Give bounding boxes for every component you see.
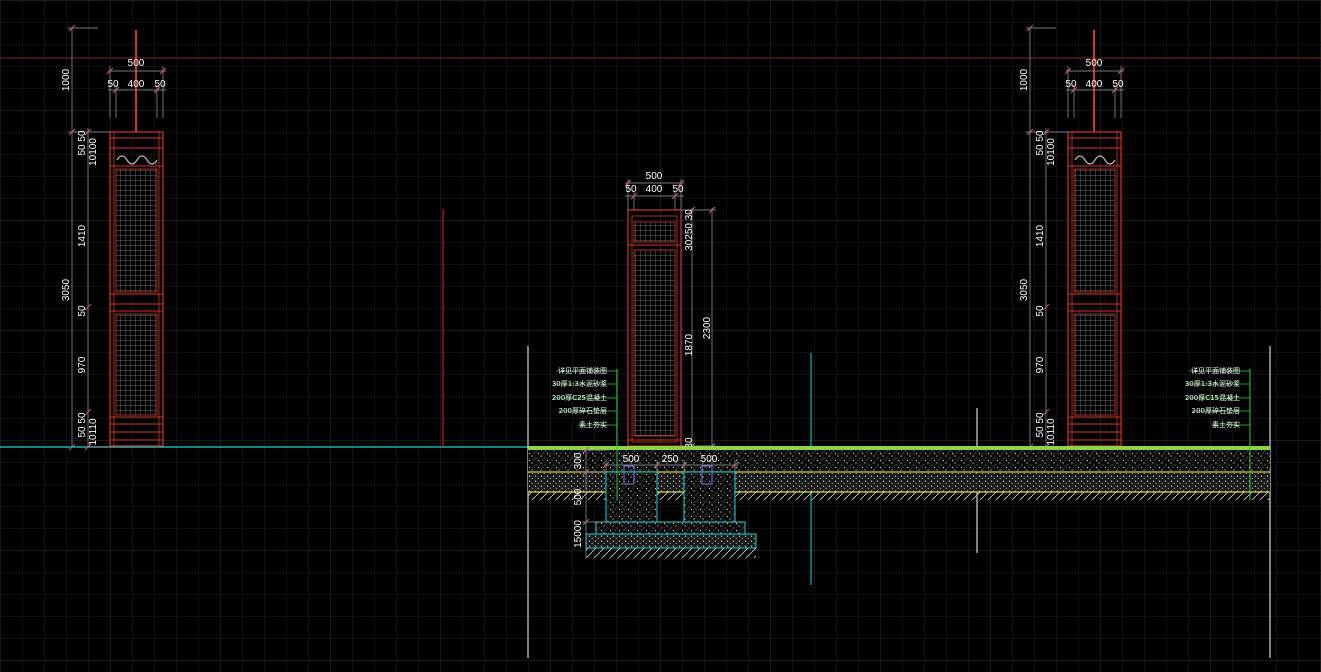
right-seg-6: 50 50 bbox=[1035, 412, 1046, 437]
note-right-1: 详见平面铺装图 bbox=[1191, 366, 1240, 375]
middle-dim-mid: 400 bbox=[646, 184, 663, 195]
note-right-5: 素土夯实 bbox=[1212, 420, 1240, 429]
left-seg-5: 970 bbox=[77, 356, 88, 373]
right-dim-total: 500 bbox=[1086, 58, 1103, 69]
foundation-dim-labels: 500 250 500 300 500 15000 bbox=[573, 452, 718, 548]
right-seg-1: 50 50 bbox=[1035, 130, 1046, 155]
foundation-pad-left bbox=[605, 471, 658, 523]
ground-section[interactable] bbox=[527, 346, 1271, 658]
note-right-4: 200厚碎石垫层 bbox=[1192, 406, 1240, 415]
middle-dim-total: 500 bbox=[646, 171, 663, 182]
right-seg-3: 1410 bbox=[1035, 224, 1046, 247]
layer-notes-right: 详见平面铺装图 30厚1:3水泥砂浆 200厚C15混凝土 200厚碎石垫层 素… bbox=[1185, 366, 1251, 500]
foundation-footing bbox=[585, 533, 757, 549]
foundation-plan-2: 250 bbox=[662, 454, 679, 465]
left-dim-mid: 400 bbox=[128, 79, 145, 90]
note-left-1: 详见平面铺装图 bbox=[558, 366, 607, 375]
left-seg-4: 50 bbox=[77, 305, 88, 317]
right-dim-left: 50 bbox=[1065, 79, 1077, 90]
paving-surface-layer bbox=[528, 446, 1270, 450]
right-dim-right: 50 bbox=[1112, 79, 1124, 90]
left-column-dim-ticks bbox=[68, 24, 167, 451]
middle-column-dimensions bbox=[625, 179, 716, 447]
left-seg-3: 1410 bbox=[77, 224, 88, 247]
left-dim-top: 1000 bbox=[61, 68, 72, 91]
middle-column-dim-labels: 500 50 400 50 30250 30 1870 2300 30 bbox=[625, 171, 713, 449]
left-seg-6: 50 50 bbox=[77, 412, 88, 437]
foundation-base bbox=[595, 521, 746, 535]
foundation-plan-3: 500 bbox=[701, 454, 718, 465]
middle-dim-bottom: 30 bbox=[684, 437, 695, 449]
right-dim-mid: 400 bbox=[1086, 79, 1103, 90]
right-column-dim-labels: 500 50 400 50 1000 3050 50 50 10100 1410… bbox=[1019, 58, 1124, 446]
note-right-2: 30厚1:3水泥砂浆 bbox=[1185, 379, 1240, 388]
foundation-pad-right bbox=[683, 471, 736, 523]
foundation-depth-1: 300 bbox=[573, 452, 584, 469]
right-seg-2: 10100 bbox=[1046, 138, 1057, 166]
mortar-layer bbox=[528, 450, 1270, 472]
middle-dim-body: 1870 bbox=[684, 333, 695, 356]
foundation-depth-3: 15000 bbox=[573, 520, 584, 548]
left-column-dim-labels: 500 50 400 50 1000 3050 50 50 10100 1410… bbox=[61, 58, 166, 446]
middle-dim-upper: 30250 30 bbox=[684, 209, 695, 251]
left-dim-total: 500 bbox=[128, 58, 145, 69]
right-column[interactable] bbox=[1063, 30, 1123, 469]
right-dim-overall: 3050 bbox=[1019, 278, 1030, 301]
compacted-soil bbox=[528, 492, 1270, 500]
left-dim-overall: 3050 bbox=[61, 278, 72, 301]
left-dim-right: 50 bbox=[154, 79, 166, 90]
note-left-5: 素土夯实 bbox=[579, 420, 607, 429]
left-seg-7: 10110 bbox=[88, 418, 99, 446]
right-dim-top: 1000 bbox=[1019, 68, 1030, 91]
left-column-dimensions bbox=[68, 27, 166, 448]
middle-dim-overall: 2300 bbox=[702, 316, 713, 339]
right-seg-5: 970 bbox=[1035, 356, 1046, 373]
right-seg-4: 50 bbox=[1035, 305, 1046, 317]
left-seg-2: 10100 bbox=[88, 138, 99, 166]
layer-notes-left: 详见平面铺装图 30厚1:3水泥砂浆 200厚C25混凝土 200厚碎石垫层 素… bbox=[552, 366, 618, 500]
left-column[interactable] bbox=[109, 30, 164, 447]
foundation-plan-1: 500 bbox=[623, 454, 640, 465]
left-dim-left: 50 bbox=[107, 79, 119, 90]
right-seg-7: 10110 bbox=[1046, 418, 1057, 446]
note-right-3: 200厚C15混凝土 bbox=[1185, 393, 1240, 402]
note-left-3: 200厚C25混凝土 bbox=[552, 393, 607, 402]
left-seg-1: 50 50 bbox=[77, 130, 88, 155]
foundation-dim-ticks bbox=[582, 446, 739, 526]
middle-dim-right: 50 bbox=[672, 184, 684, 195]
foundation-soil bbox=[586, 548, 756, 558]
middle-column[interactable] bbox=[627, 209, 682, 447]
middle-dim-left: 50 bbox=[625, 184, 637, 195]
note-left-2: 30厚1:3水泥砂浆 bbox=[552, 379, 607, 388]
foundation-depth-2: 500 bbox=[573, 488, 584, 505]
right-column-dim-ticks bbox=[1026, 24, 1125, 451]
note-left-4: 200厚碎石垫层 bbox=[559, 406, 607, 415]
